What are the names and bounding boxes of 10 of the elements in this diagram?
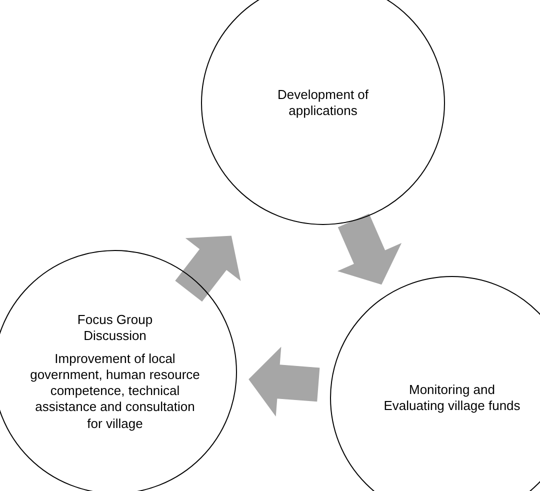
block-arrow — [248, 346, 320, 416]
circle-node — [330, 276, 540, 491]
block-arrow — [337, 214, 402, 285]
node-text: Monitoring and Evaluating village funds — [382, 382, 522, 414]
node-heading: Focus Group Discussion — [76, 312, 154, 345]
block-arrow — [175, 236, 241, 302]
node-text: Improvement of local government, human resource competence, technical assistance and consultation for village — [30, 350, 200, 432]
circle-node — [201, 0, 445, 225]
circle-node — [0, 250, 237, 491]
node-text: Development of applications — [276, 86, 370, 120]
